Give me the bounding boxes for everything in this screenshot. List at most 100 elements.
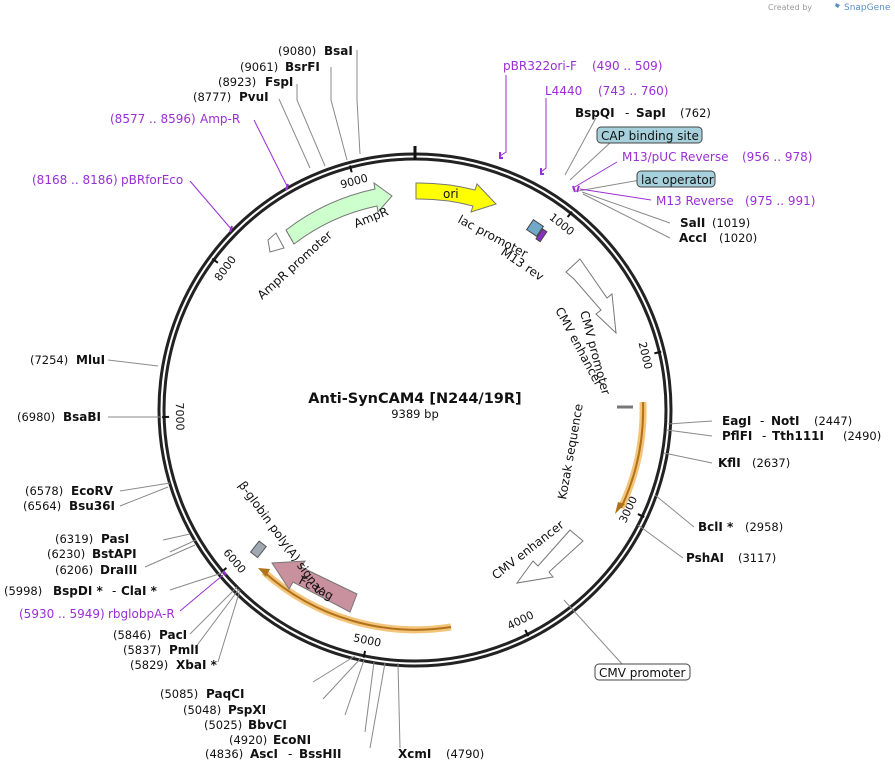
svg-text:pBRforEco: pBRforEco xyxy=(121,173,183,187)
svg-text:EagI: EagI xyxy=(722,414,751,428)
site-fspi[interactable]: (8923) FspI xyxy=(218,75,293,89)
svg-text:(8168 .. 8186): (8168 .. 8186) xyxy=(32,173,118,187)
site-bsrfi[interactable]: (9061) BsrFI xyxy=(240,60,320,74)
site-ecorv[interactable]: (6578) EcoRV xyxy=(25,484,114,498)
svg-text:(8923): (8923) xyxy=(218,75,256,89)
svg-text:-: - xyxy=(112,584,116,598)
primer-m13-puc-reverse[interactable]: M13/pUC Reverse (956 .. 978) xyxy=(622,150,812,164)
watermark-created-by: Created by xyxy=(768,3,812,12)
svg-text:M13 Reverse: M13 Reverse xyxy=(656,194,734,208)
site-bstapi[interactable]: (6230) BstAPI xyxy=(47,547,137,561)
site-bspqi-sapi[interactable]: BspQI - SapI (762) xyxy=(575,106,711,120)
site-bsabi[interactable]: (6980) BsaBI xyxy=(17,410,101,424)
feature-cmv-enhancer-2[interactable]: CMV enhancer xyxy=(489,518,584,584)
callout-lac-operator[interactable]: lac operator xyxy=(636,170,716,188)
svg-text:(5829): (5829) xyxy=(130,658,168,672)
svg-text:(1019): (1019) xyxy=(712,216,750,230)
svg-text:(6230): (6230) xyxy=(47,547,85,561)
site-pasi[interactable]: (6319) PasI xyxy=(55,532,129,546)
site-xbai[interactable]: (5829) XbaI * xyxy=(130,658,218,672)
site-paci[interactable]: (5846) PacI xyxy=(113,628,187,642)
svg-text:(8577 .. 8596): (8577 .. 8596) xyxy=(110,112,196,126)
site-paqci[interactable]: (5085) PaqCI xyxy=(160,687,244,701)
svg-text:XbaI *: XbaI * xyxy=(176,658,218,672)
svg-text:(1020): (1020) xyxy=(719,231,757,245)
site-pflfi-tth111i[interactable]: PflFI - Tth111I (2490) xyxy=(722,429,881,443)
svg-text:PspXI: PspXI xyxy=(228,703,266,717)
site-eagi-noti[interactable]: EagI - NotI (2447) xyxy=(722,414,852,428)
svg-text:pBR322ori-F: pBR322ori-F xyxy=(503,59,577,73)
primer-m13-reverse[interactable]: M13 Reverse (975 .. 991) xyxy=(656,194,815,208)
svg-text:BbvCI: BbvCI xyxy=(248,718,287,732)
feature-beta-globin[interactable]: β-globin poly(A) signal xyxy=(236,479,327,596)
svg-text:(6206): (6206) xyxy=(55,563,93,577)
svg-text:PacI: PacI xyxy=(159,628,187,642)
svg-text:BclI *: BclI * xyxy=(698,520,734,534)
svg-text:rbglobpA-R: rbglobpA-R xyxy=(108,607,175,621)
svg-text:SalI: SalI xyxy=(680,216,705,230)
primer-rbglobpa-r[interactable]: (5930 .. 5949) rbglobpA-R xyxy=(19,607,175,621)
svg-text:AscI: AscI xyxy=(250,747,278,761)
site-pshai[interactable]: PshAI (3117) xyxy=(686,551,776,565)
tick-mark xyxy=(220,567,228,574)
svg-text:(6564): (6564) xyxy=(23,499,61,513)
site-xcmi[interactable]: XcmI (4790) xyxy=(398,747,484,761)
svg-text:(762): (762) xyxy=(680,106,711,120)
site-mlui[interactable]: (7254) MluI xyxy=(30,353,105,367)
site-econi[interactable]: (4920) EcoNI xyxy=(229,733,311,747)
svg-text:CAP binding site: CAP binding site xyxy=(601,129,699,143)
svg-text:BstAPI: BstAPI xyxy=(92,547,137,561)
tick-label: 9000 xyxy=(339,172,369,192)
primer-pbr322ori-f[interactable]: pBR322ori-F (490 .. 509) xyxy=(503,59,662,73)
site-pmli[interactable]: (5837) PmlI xyxy=(123,643,199,657)
svg-text:DraIII: DraIII xyxy=(100,563,137,577)
primer-flags xyxy=(222,152,580,576)
svg-text:XcmI: XcmI xyxy=(398,747,431,761)
feature-ori[interactable]: ori xyxy=(415,182,497,213)
callout-cmv-promoter[interactable]: CMV promoter xyxy=(594,663,691,681)
site-bsu36i[interactable]: (6564) Bsu36I xyxy=(23,499,115,513)
tick-mark xyxy=(566,210,573,218)
svg-text:(5837): (5837) xyxy=(123,643,161,657)
svg-text:BsaBI: BsaBI xyxy=(63,410,101,424)
svg-text:(5085): (5085) xyxy=(160,687,198,701)
site-draiii[interactable]: (6206) DraIII xyxy=(55,563,137,577)
callout-cap-binding-site[interactable]: CAP binding site xyxy=(596,126,703,144)
site-bbvci[interactable]: (5025) BbvCI xyxy=(204,718,287,732)
svg-text:PvuI: PvuI xyxy=(239,90,269,104)
svg-text:KflI: KflI xyxy=(718,456,741,470)
svg-text:(2490): (2490) xyxy=(843,429,881,443)
tick-mark xyxy=(654,350,662,355)
site-acci[interactable]: AccI (1020) xyxy=(679,231,757,245)
svg-text:(8777): (8777) xyxy=(193,90,231,104)
site-pspxi[interactable]: (5048) PspXI xyxy=(183,703,266,717)
svg-text:-: - xyxy=(288,747,292,761)
primer-l4440[interactable]: L4440 (743 .. 760) xyxy=(545,84,668,98)
svg-text:(4920): (4920) xyxy=(229,733,267,747)
feature-ampr[interactable]: AmpR xyxy=(285,181,393,245)
svg-text:(3117): (3117) xyxy=(738,551,776,565)
site-bspdi-clai[interactable]: (5998) BspDI * - ClaI * xyxy=(4,584,158,598)
svg-text:PasI: PasI xyxy=(101,532,129,546)
svg-text:(5048): (5048) xyxy=(183,703,221,717)
tick-mark xyxy=(524,629,530,637)
site-bcli[interactable]: BclI * (2958) xyxy=(698,520,783,534)
svg-text:(7254): (7254) xyxy=(30,353,68,367)
site-kfli[interactable]: KflI (2637) xyxy=(718,456,790,470)
primer-amp-r[interactable]: (8577 .. 8596) Amp-R xyxy=(110,112,240,126)
svg-text:EcoNI: EcoNI xyxy=(273,733,311,747)
svg-text:PflFI: PflFI xyxy=(722,429,752,443)
feature-fc-tag[interactable]: Fc tag xyxy=(258,560,452,634)
site-sali[interactable]: SalI (1019) xyxy=(680,216,750,230)
primer-pbrforeco[interactable]: (8168 .. 8186) pBRforEco xyxy=(32,173,183,187)
svg-text:(5025): (5025) xyxy=(204,718,242,732)
svg-text:(6980): (6980) xyxy=(17,410,55,424)
svg-text:(6319): (6319) xyxy=(55,532,93,546)
svg-text:(5998): (5998) xyxy=(4,584,42,598)
site-bsai[interactable]: (9080) BsaI xyxy=(278,44,353,58)
svg-text:PmlI: PmlI xyxy=(169,643,199,657)
svg-text:(9080): (9080) xyxy=(278,44,316,58)
beta-globin-label: β-globin poly(A) signal xyxy=(236,479,327,596)
site-asci-bsshii[interactable]: (4836) AscI - BssHII xyxy=(205,747,341,761)
site-pvui[interactable]: (8777) PvuI xyxy=(193,90,269,104)
